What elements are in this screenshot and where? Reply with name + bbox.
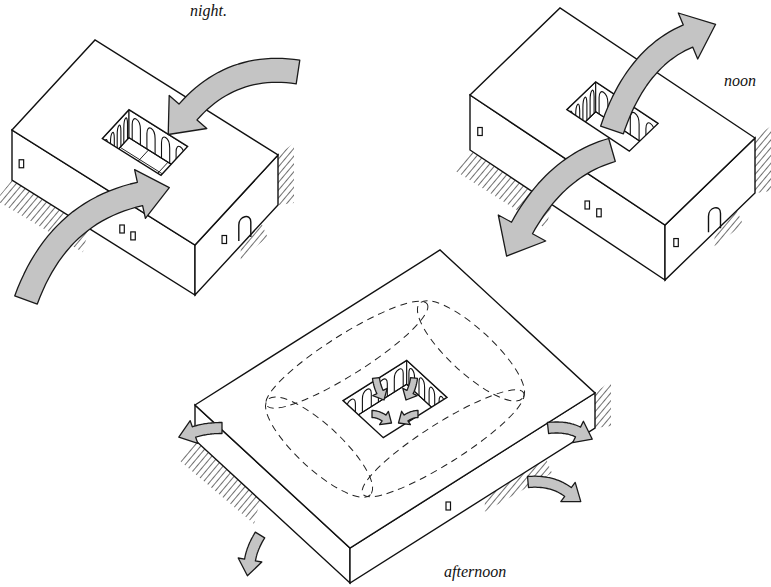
roof (195, 250, 595, 548)
arcade-arch (419, 378, 425, 401)
arcade-arch (630, 112, 639, 140)
courtyard-rim (343, 360, 447, 437)
airflow-arrow (238, 532, 265, 576)
courtyard-house (454, 8, 771, 280)
courtyard-wall (102, 110, 129, 167)
airflow-arrow (528, 476, 581, 501)
hatched-shadow (595, 381, 611, 428)
airflow-arrow (179, 421, 222, 444)
arcade-arch (569, 111, 573, 138)
airflow-arrow (547, 421, 592, 442)
courtyard-house (179, 250, 611, 583)
air-circulation-loop (256, 287, 438, 422)
airflow-arrow (601, 13, 716, 134)
door-arch (239, 217, 251, 241)
window (478, 128, 483, 136)
airflow-arrow (168, 58, 300, 134)
courtyard-floor-edge (102, 138, 187, 175)
arcade-arch (104, 139, 108, 164)
drawing-layer (0, 8, 771, 583)
courtyard-wall (567, 82, 596, 140)
time-label: afternoon (444, 563, 506, 581)
window (585, 201, 590, 209)
air-circulation-loop (352, 376, 534, 511)
air-circulation-loop (405, 287, 538, 414)
window (597, 209, 602, 217)
inflow-arrow (373, 378, 388, 400)
hatched-shadow (755, 126, 771, 193)
window (446, 502, 451, 510)
window (674, 239, 679, 247)
inflow-arrow (403, 378, 418, 400)
arcade-arch (176, 146, 184, 172)
door-arch (709, 208, 721, 232)
window (222, 236, 227, 244)
air-circulation-loop (253, 383, 386, 510)
airflow-arrow (15, 170, 170, 305)
arcade-arch (362, 389, 371, 412)
roof (470, 8, 755, 225)
airflow-arrow (498, 139, 615, 257)
window (19, 160, 24, 168)
inflow-arrow (372, 411, 392, 425)
time-label: noon (724, 72, 756, 90)
courtyard-wall (343, 360, 407, 424)
inflow-arrow (399, 411, 419, 425)
window (120, 225, 125, 233)
courtyard-opening (343, 360, 447, 437)
arcade-arch (394, 369, 403, 392)
hatched-shadow (278, 143, 294, 205)
time-label: night. (190, 2, 227, 20)
window (131, 232, 136, 240)
